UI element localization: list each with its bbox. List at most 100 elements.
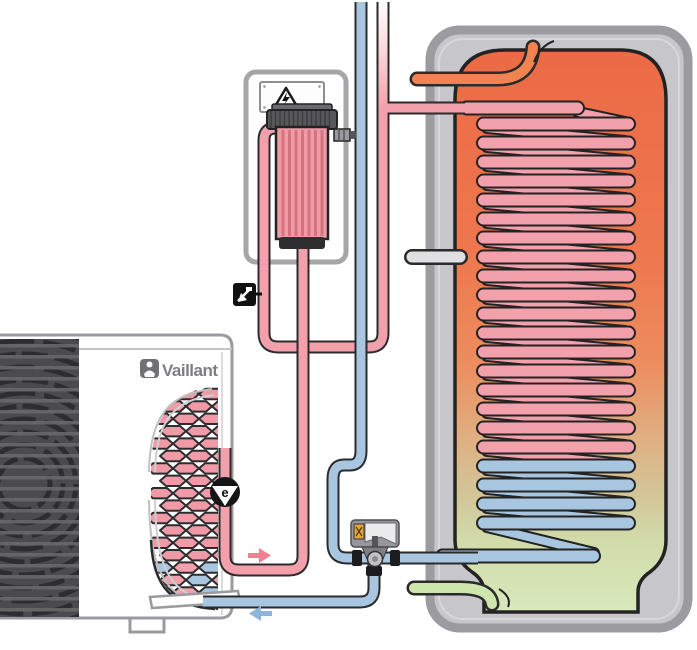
heater-bottom-cap [279, 237, 325, 249]
band-edge [154, 394, 215, 473]
coil-turn [476, 230, 636, 246]
hx-cell [172, 462, 200, 475]
grille-slat [0, 377, 79, 381]
grille-slat [0, 355, 79, 359]
pump-icon: e [210, 477, 240, 507]
hx-cell [198, 462, 218, 475]
hx-cell [185, 499, 213, 512]
coil-turn [476, 306, 636, 322]
pipe-cold-return-fill [328, 2, 478, 563]
flow-arrow-cold [249, 606, 272, 621]
grille-slat [0, 575, 79, 579]
coil-turn [476, 116, 636, 132]
hx-cell [185, 474, 213, 487]
coil-turn [476, 173, 636, 189]
coil-turn [476, 439, 636, 455]
vaillant-logo: Vaillant [140, 359, 219, 380]
tee-fitting [352, 550, 362, 566]
grille-slat [0, 553, 79, 557]
coil-turn [476, 325, 636, 341]
pipe-hot-riser-fill [259, 2, 388, 352]
fan-ring [0, 351, 79, 617]
coil-turn [476, 211, 636, 227]
heater-nozzle [333, 128, 356, 142]
coil-turn [459, 100, 585, 116]
coil-turn [476, 249, 636, 265]
backup-heater [266, 103, 356, 249]
hx-cell [185, 449, 213, 463]
hx-cell [159, 474, 187, 487]
grille-slats [0, 344, 79, 612]
diverter-valve-icon [350, 519, 400, 568]
band-trim [149, 539, 216, 611]
hx-cell [185, 400, 213, 413]
coil-turn [476, 363, 636, 379]
hx-cell [159, 524, 187, 537]
tee-fitting [390, 550, 400, 566]
grille-slat [0, 476, 79, 480]
grille-slat [0, 531, 79, 535]
grille-slat [0, 564, 79, 568]
grille-slat [0, 454, 79, 458]
grille-slat [0, 586, 79, 590]
hx-cell [172, 437, 200, 450]
grille-slat [0, 399, 79, 403]
coil-turn [476, 496, 636, 512]
pump-label: e [221, 485, 228, 500]
coil-turn [476, 382, 636, 398]
grille-slat [0, 465, 79, 469]
pipe-cold-to-heatpump-fill [203, 564, 379, 607]
coil-turn [476, 268, 636, 284]
coil-turn [476, 458, 636, 474]
grille-slat [0, 344, 79, 348]
hx-cell [159, 549, 187, 562]
lightning-bolt-icon [282, 92, 290, 106]
grille-slat [0, 410, 79, 414]
hx-cell [172, 511, 200, 525]
hx-cell [172, 487, 200, 500]
hx-cell [198, 561, 218, 574]
tee-fitting [366, 566, 382, 576]
coil-turn [476, 515, 636, 531]
pipe-hot-heatpump-flow-fill [220, 245, 308, 575]
hx-cell [185, 524, 213, 537]
coil-turn [476, 477, 636, 493]
grille-slat [0, 509, 79, 513]
grille-slat [0, 443, 79, 447]
coil-turn [476, 420, 636, 436]
hx-cell [198, 511, 218, 525]
fan-ring [0, 403, 79, 565]
grille-slat [0, 487, 79, 491]
safety-valve-icon [233, 283, 262, 306]
hx-cell [185, 425, 213, 438]
heater-stripes [281, 130, 324, 236]
brand-text: Vaillant [162, 361, 218, 380]
dhw-outlet-pipe [409, 39, 555, 87]
grille-slat [0, 388, 79, 392]
grille-slat [0, 366, 79, 370]
tank-casing-highlight [438, 38, 680, 620]
fan-grille [0, 339, 79, 617]
heater-cap-ribs [270, 111, 331, 128]
hx-cell [185, 549, 213, 562]
coil-turn [476, 344, 636, 360]
fan-ring [0, 416, 79, 552]
cold-feed-pipe [406, 580, 510, 612]
storage-tank [425, 25, 693, 633]
grille-slat [0, 520, 79, 524]
coil-turn [476, 192, 636, 208]
band-edge [148, 388, 213, 473]
hx-cell [185, 573, 213, 587]
hx-cell [172, 536, 200, 549]
flow-arrow-hot [248, 548, 271, 563]
coil-turn [476, 135, 636, 151]
pipework [203, 2, 555, 612]
grille-slat [0, 542, 79, 546]
hx-cell [198, 437, 218, 450]
heat-exchanger-band [148, 386, 218, 611]
coil-turn [476, 287, 636, 303]
hx-cell [159, 499, 187, 512]
hx-cell [159, 449, 187, 463]
unit-foot [128, 616, 166, 634]
